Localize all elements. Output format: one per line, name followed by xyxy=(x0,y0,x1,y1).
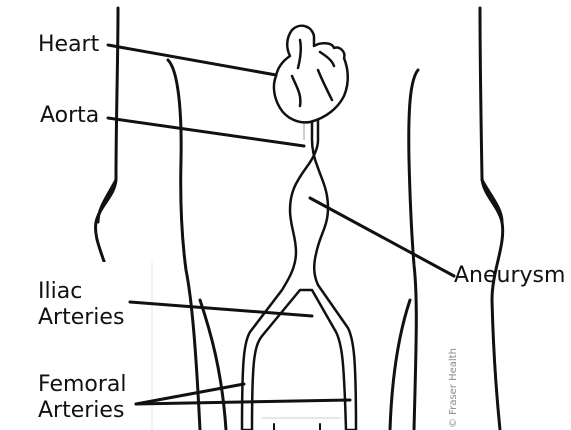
heart-pointer xyxy=(108,45,276,75)
bottom-fragment xyxy=(262,418,340,430)
femoral-pointer-right xyxy=(136,400,350,404)
left-thigh-line xyxy=(200,300,226,430)
aneurysm-pointer xyxy=(310,198,454,276)
femoral-label-line-1: Femoral xyxy=(38,372,127,398)
iliac-arteries-label: Iliac Arteries xyxy=(38,279,124,331)
copyright-notice: © Fraser Health xyxy=(448,348,459,428)
aorta-label: Aorta xyxy=(40,103,99,129)
inner-left-torso-line xyxy=(168,60,200,430)
femoral-arteries-label: Femoral Arteries xyxy=(38,372,127,424)
femoral-label-line-2: Arteries xyxy=(38,398,127,424)
heart-shape xyxy=(274,26,348,123)
aneurysm-label: Aneurysm xyxy=(454,263,565,289)
inner-right-torso-line xyxy=(409,70,418,430)
heart-label: Heart xyxy=(38,32,99,58)
iliac-label-line-1: Iliac xyxy=(38,279,124,305)
right-thigh-line xyxy=(390,300,410,430)
iliac-label-line-2: Arteries xyxy=(38,305,124,331)
aorta-pointer xyxy=(108,118,304,146)
heart-illustration xyxy=(274,26,348,123)
outer-right-torso-line xyxy=(480,8,503,430)
